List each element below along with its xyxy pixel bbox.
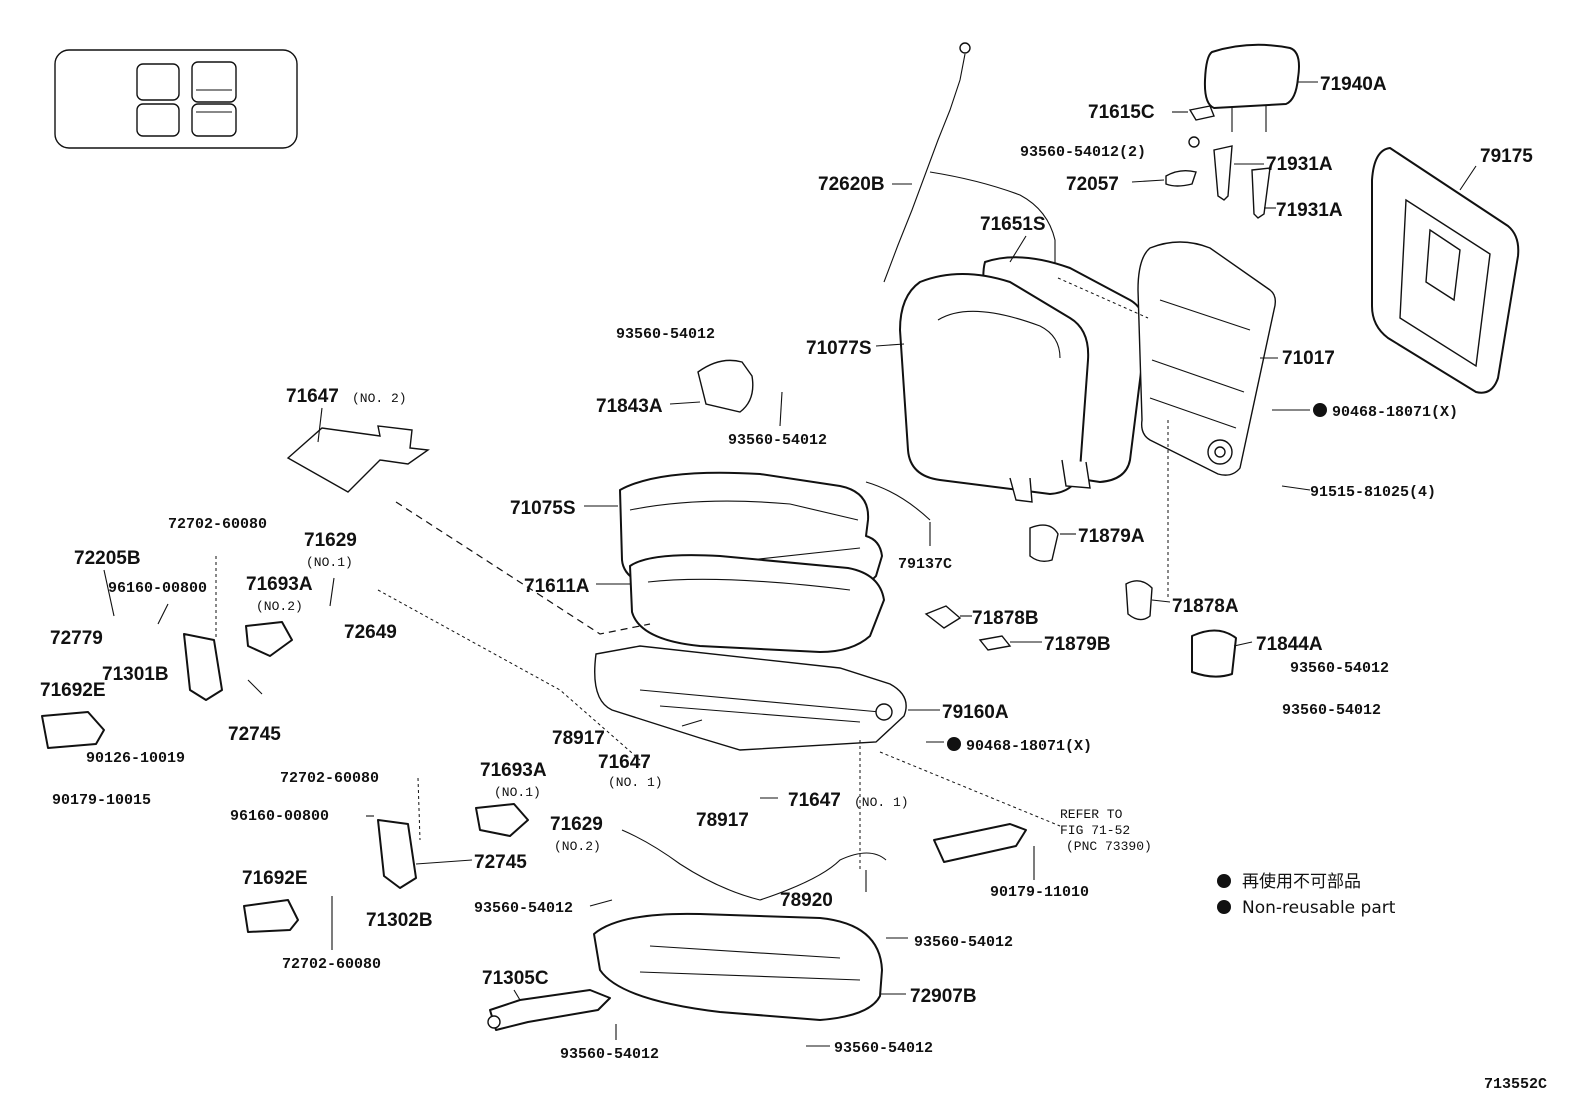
legend: 再使用不可部品 Non-reusable part — [1217, 871, 1396, 918]
label-90468-18071-lower: 90468-18071(X) — [966, 738, 1092, 755]
legend-jp: 再使用不可部品 — [1242, 871, 1361, 892]
label-93560-54012-a: 93560-54012 — [616, 326, 715, 343]
label-79160A: 79160A — [942, 702, 1009, 723]
label-71843A: 71843A — [596, 396, 663, 417]
label-72649: 72649 — [344, 622, 397, 643]
alignment-lines — [377, 277, 1169, 870]
non-reusable-marker-90468-b: 90468-18071(X) — [947, 737, 1092, 755]
label-71693A-no1: 71693A — [480, 760, 547, 781]
label-90179-10015: 90179-10015 — [52, 792, 151, 809]
label-71647-no1-a-tag: (NO. 1) — [608, 775, 663, 790]
legend-en: Non-reusable part — [1242, 898, 1396, 918]
label-71629-no1-tag: (NO.1) — [306, 555, 353, 570]
non-reusable-dot-icon — [1217, 900, 1231, 914]
label-71647-no2: 71647 — [286, 386, 339, 407]
label-71615C: 71615C — [1088, 102, 1155, 123]
refer-to-note: REFER TO FIG 71-52 (PNC 73390) — [1060, 807, 1152, 854]
label-71940A: 71940A — [1320, 74, 1387, 95]
label-71629-no2-tag: (NO.2) — [554, 839, 601, 854]
label-93560-54012-d: 93560-54012 — [1282, 702, 1381, 719]
label-71931A-upper: 71931A — [1266, 154, 1333, 175]
label-71017: 71017 — [1282, 348, 1335, 369]
label-72057: 72057 — [1066, 174, 1119, 195]
label-71305C: 71305C — [482, 968, 549, 989]
label-71077S: 71077S — [806, 338, 872, 359]
label-71878A: 71878A — [1172, 596, 1239, 617]
label-71692E-lower: 71692E — [242, 868, 308, 889]
label-71693A-no2: 71693A — [246, 574, 313, 595]
label-93560-54012-2: 93560-54012(2) — [1020, 144, 1146, 161]
label-71878B: 71878B — [972, 608, 1039, 629]
label-71651S: 71651S — [980, 214, 1046, 235]
non-reusable-dot-icon — [1217, 874, 1231, 888]
label-71647-no1-b-tag: (NO. 1) — [854, 795, 909, 810]
label-71302B: 71302B — [366, 910, 433, 931]
seat-cushion-shape — [286, 425, 907, 751]
label-93560-54012-h: 93560-54012 — [834, 1040, 933, 1057]
label-93560-54012-g: 93560-54012 — [560, 1046, 659, 1063]
label-93560-54012-f: 93560-54012 — [914, 934, 1013, 951]
seat-location-thumbnail — [54, 49, 298, 149]
label-71647-no1-a: 71647 — [598, 752, 651, 773]
leader-lines — [103, 81, 1477, 1047]
label-71879B: 71879B — [1044, 634, 1111, 655]
back-board-shape — [1371, 147, 1520, 394]
label-72205B: 72205B — [74, 548, 141, 569]
label-71611A: 71611A — [524, 576, 590, 597]
label-71629-no1: 71629 — [304, 530, 357, 551]
non-reusable-marker-90468-a: 90468-18071(X) — [1313, 403, 1458, 421]
label-93560-54012-e: 93560-54012 — [474, 900, 573, 917]
refer-to-line3: (PNC 73390) — [1066, 839, 1152, 854]
label-93560-54012-c: 93560-54012 — [1290, 660, 1389, 677]
label-78920: 78920 — [780, 890, 833, 911]
label-71844A: 71844A — [1256, 634, 1323, 655]
label-71301B: 71301B — [102, 664, 169, 685]
label-71629-no2: 71629 — [550, 814, 603, 835]
label-90126-10019: 90126-10019 — [86, 750, 185, 767]
label-78917-upper: 78917 — [552, 728, 605, 749]
seatback-shape — [899, 256, 1147, 503]
seatback-frame-shape — [1137, 241, 1277, 476]
label-72745-lower: 72745 — [474, 852, 527, 873]
label-71693A-no1-tag: (NO.1) — [494, 785, 541, 800]
label-71693A-no2-tag: (NO.2) — [256, 599, 303, 614]
label-79175: 79175 — [1480, 146, 1533, 167]
label-72779: 72779 — [50, 628, 103, 649]
label-79137C: 79137C — [898, 556, 952, 573]
figure-number: 713552C — [1484, 1076, 1547, 1093]
label-71647-no1-b: 71647 — [788, 790, 841, 811]
label-72907B: 72907B — [910, 986, 977, 1007]
label-91515-81025: 91515-81025(4) — [1310, 484, 1436, 501]
label-72702-60080-b: 72702-60080 — [280, 770, 379, 787]
label-71931A-lower: 71931A — [1276, 200, 1343, 221]
label-71879A: 71879A — [1078, 526, 1145, 547]
release-cable-shape — [883, 42, 1056, 283]
label-71647-no2-tag: (NO. 2) — [352, 391, 407, 406]
label-72745-upper: 72745 — [228, 724, 281, 745]
refer-to-line2: FIG 71-52 — [1060, 823, 1130, 838]
refer-to-line1: REFER TO — [1060, 807, 1123, 822]
label-96160-00800-a: 96160-00800 — [108, 580, 207, 597]
label-78917-lower: 78917 — [696, 810, 749, 831]
label-72702-60080-a: 72702-60080 — [168, 516, 267, 533]
label-96160-00800-b: 96160-00800 — [230, 808, 329, 825]
headrest-shape — [1165, 43, 1300, 219]
label-71075S: 71075S — [510, 498, 576, 519]
label-71692E-upper: 71692E — [40, 680, 106, 701]
small-parts-shapes — [41, 359, 1237, 1031]
label-93560-54012-b: 93560-54012 — [728, 432, 827, 449]
label-90468-18071-upper: 90468-18071(X) — [1332, 404, 1458, 421]
label-72620B: 72620B — [818, 174, 885, 195]
label-90179-11010: 90179-11010 — [990, 884, 1089, 901]
label-72702-60080-c: 72702-60080 — [282, 956, 381, 973]
